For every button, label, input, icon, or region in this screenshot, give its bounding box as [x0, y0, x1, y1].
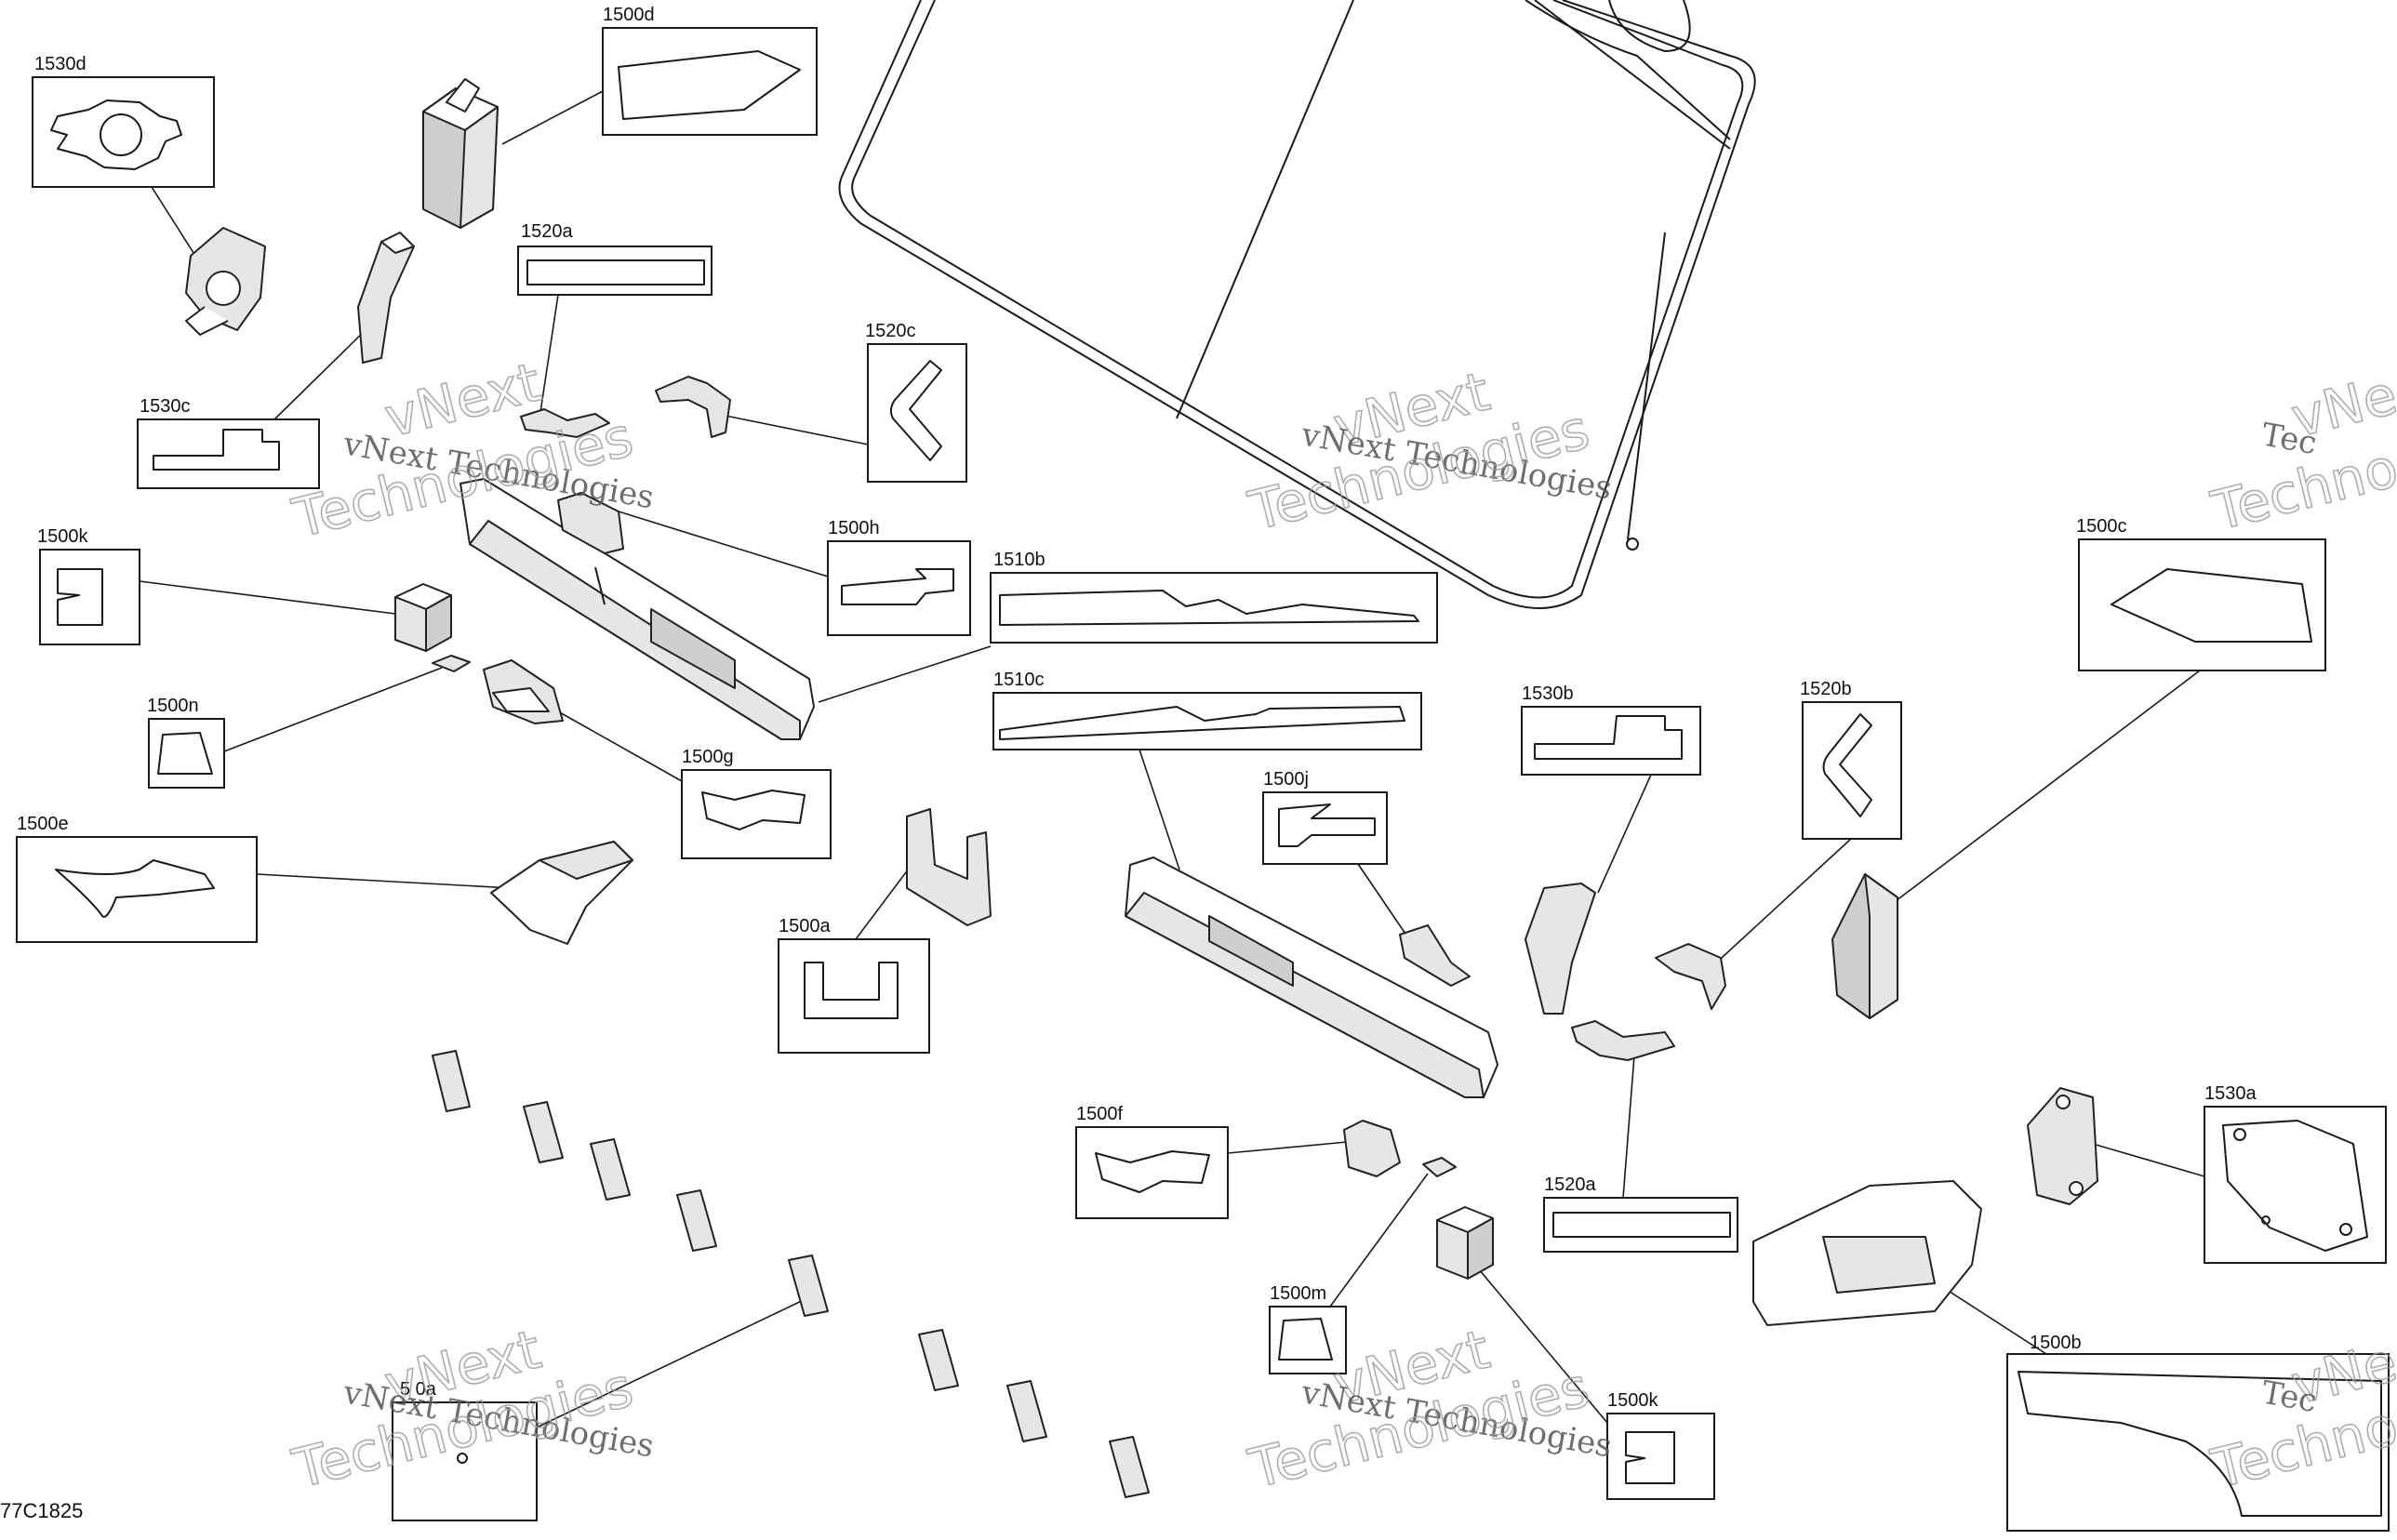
part-1530d-bracket: [185, 227, 266, 336]
callout-label-1500c: 1500c: [2076, 516, 2127, 537]
callout-label-1500e: 1500e: [17, 814, 69, 834]
callout-box-1530b: [1521, 706, 1701, 776]
part-1500g-bracket: [483, 659, 564, 724]
part-1500k-cube-top: [394, 583, 452, 652]
windshield-panel: [838, 0, 1756, 609]
part-1520c-bracket: [655, 376, 731, 438]
callout-box-1500m: [1269, 1306, 1347, 1374]
callout-label-1520c: 1520c: [865, 321, 916, 341]
part-1500j-bracket: [1399, 924, 1471, 987]
callout-label-1520a-top: 1520a: [521, 221, 573, 242]
part-1530c-bracket: [357, 232, 415, 364]
callout-box-1500d: [602, 27, 818, 136]
leader-lines: [139, 90, 2205, 1428]
callout-label-1510c: 1510c: [993, 670, 1045, 690]
callout-label-1500n: 1500n: [147, 696, 199, 716]
callout-box-1500c: [2078, 538, 2326, 671]
part-1500k-cube-bottom: [1436, 1206, 1494, 1280]
part-1510c-long-panel: [1125, 856, 1498, 1098]
watermark-top-center: vNext vNext Technologies Technologies: [1242, 359, 1615, 544]
callout-box-1500k-bottom: [1606, 1413, 1715, 1500]
callout-box-1520c: [867, 343, 967, 483]
callout-label-1500m: 1500m: [1270, 1283, 1326, 1304]
callout-box-1500k-top: [39, 549, 140, 645]
callout-box-1500e: [16, 836, 258, 943]
callout-label-1500k-bottom: 1500k: [1607, 1390, 1658, 1411]
part-1520a-clip-top: [520, 408, 610, 438]
callout-box-1500f: [1075, 1126, 1229, 1219]
part-1530a-bracket: [2027, 1087, 2098, 1205]
callout-box-1520a-bottom: [1543, 1197, 1738, 1253]
drawing-code: 77C1825: [0, 1499, 83, 1522]
callout-box-1500j: [1262, 791, 1388, 865]
callout-box-1510c: [992, 692, 1422, 750]
callout-box-1500a: [778, 938, 930, 1054]
part-1500m-pad: [1422, 1157, 1457, 1177]
callout-label-1500j: 1500j: [1263, 769, 1309, 790]
part-1500d-block: [422, 78, 499, 229]
callout-label-1500-partial: 5 0a: [400, 1379, 437, 1400]
watermark-top-right: vNe Tec Techno: [2204, 362, 2397, 543]
callout-label-1530a: 1530a: [2204, 1083, 2257, 1104]
callout-box-1500n: [148, 718, 225, 789]
part-1500f-bracket: [1343, 1120, 1401, 1177]
part-1500c-block: [1831, 873, 1898, 1019]
callout-label-1500k-top: 1500k: [37, 526, 88, 547]
part-1500b-block: [1752, 1180, 1982, 1326]
callout-box-1500b: [2006, 1353, 2390, 1532]
part-1510b-long-panel: [459, 478, 815, 740]
callout-label-1500d: 1500d: [603, 5, 655, 25]
part-1500e-wedge: [490, 841, 633, 945]
part-1520b-bracket: [1655, 943, 1726, 1010]
callout-label-1530c: 1530c: [140, 396, 191, 417]
callout-label-1530b: 1530b: [1522, 684, 1574, 704]
callout-label-1500g: 1500g: [682, 747, 734, 767]
part-1530b-bracket: [1525, 883, 1596, 1015]
callout-label-1500f: 1500f: [1076, 1104, 1123, 1124]
callout-label-1500b: 1500b: [2030, 1333, 2082, 1353]
part-1520a-clip-bottom: [1571, 1020, 1675, 1061]
part-1500a-u-bracket: [906, 808, 992, 926]
callout-box-1520a-top: [517, 246, 712, 296]
part-1500n-pad: [432, 655, 471, 672]
callout-box-1530c: [137, 418, 320, 489]
part-1500h-block: [557, 492, 624, 554]
callout-box-1500h: [827, 540, 971, 636]
callout-label-1520b: 1520b: [1800, 679, 1852, 699]
callout-label-1500h: 1500h: [828, 518, 880, 538]
callout-box-1530d: [32, 76, 215, 188]
small-square-pads: [432, 1050, 1150, 1498]
callout-box-1530a: [2204, 1106, 2387, 1264]
callout-box-1520b: [1802, 701, 1902, 840]
callout-box-1500g: [681, 769, 832, 859]
callout-label-1510b: 1510b: [993, 550, 1045, 570]
callout-label-1500a: 1500a: [779, 916, 831, 936]
callout-box-1500-partial: [392, 1401, 538, 1521]
callout-label-1530d: 1530d: [34, 54, 87, 74]
callout-label-1520a-bottom: 1520a: [1544, 1175, 1596, 1195]
callout-box-1510b: [990, 572, 1438, 644]
